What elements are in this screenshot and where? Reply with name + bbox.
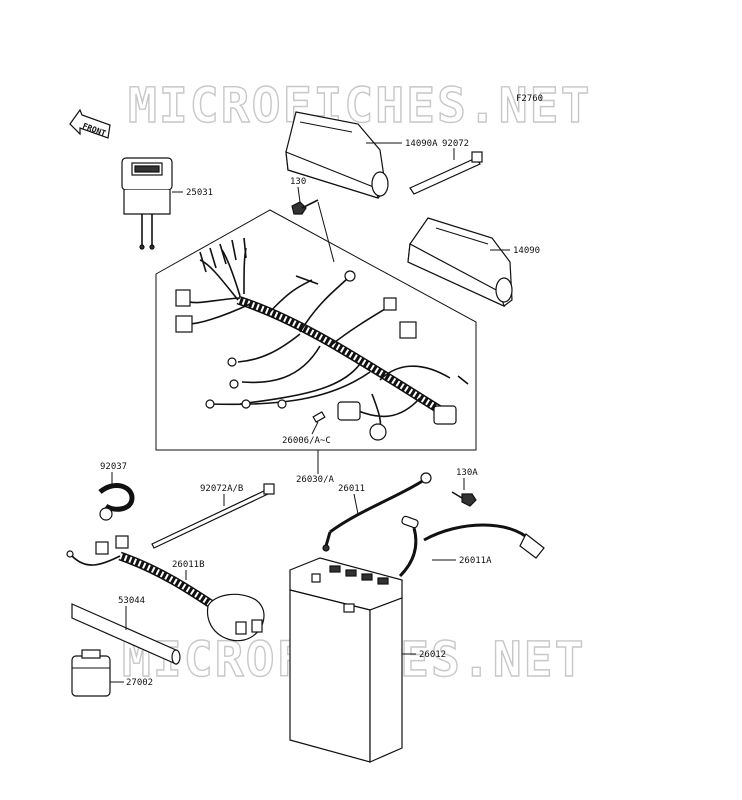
label-14090A: 14090A [405, 139, 438, 149]
front-arrow-icon: FRONT [69, 108, 111, 139]
main-harness-26030-part [175, 237, 469, 441]
tube-53044-part [71, 603, 181, 665]
label-14090: 14090 [513, 246, 540, 256]
label-26011A: 26011A [459, 556, 492, 566]
label-130: 130 [290, 177, 306, 187]
cover-14090-part [407, 217, 513, 308]
bolt-130-part [291, 199, 319, 215]
label-25031: 25031 [186, 188, 213, 198]
battery-cable-26011-part [322, 472, 432, 552]
label-92037: 92037 [100, 462, 127, 472]
label-53044: 53044 [118, 596, 145, 606]
label-26030: 26030/A [296, 475, 335, 485]
bolt-130A-part [451, 491, 477, 507]
clamp-92037-part [98, 482, 135, 521]
harness-outline [155, 209, 477, 451]
relay-27002-part [71, 649, 111, 697]
label-27002: 27002 [126, 678, 153, 688]
cable-tie-92072AB-part [151, 483, 275, 549]
hour-meter-part [121, 157, 173, 250]
cable-tie-92072-part [409, 151, 483, 195]
label-26006: 26006/A~C [282, 436, 331, 446]
battery-26012-part [289, 557, 403, 763]
label-92072AB: 92072A/B [200, 484, 243, 494]
fuse-26006-part [312, 411, 326, 423]
battery-cable-26011A-part [398, 515, 545, 578]
label-26011B: 26011B [172, 560, 205, 570]
label-92072: 92072 [442, 139, 469, 149]
figure-code: F2760 [516, 94, 543, 104]
cover-14090A-part [285, 111, 389, 199]
label-130A: 130A [456, 468, 478, 478]
sub-harness-26011B-part [66, 535, 265, 642]
label-26011: 26011 [338, 484, 365, 494]
label-26012: 26012 [419, 650, 446, 660]
